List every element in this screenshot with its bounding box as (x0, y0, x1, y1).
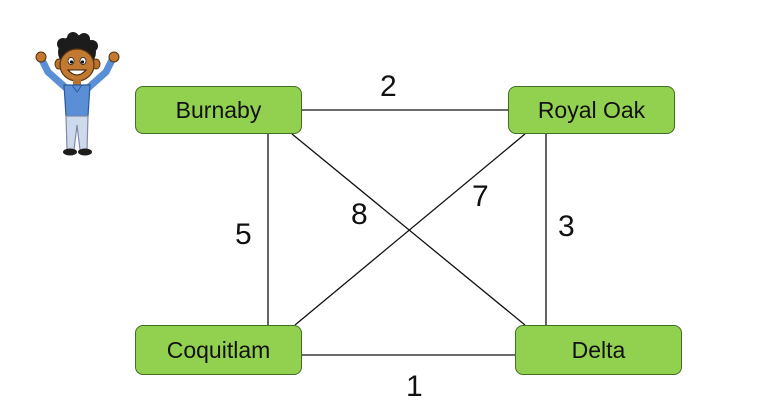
node-royal-oak: Royal Oak (508, 86, 675, 134)
node-label-burnaby: Burnaby (175, 96, 262, 123)
edge-weight-royal-oak-delta: 3 (558, 210, 575, 243)
edge-royal-oak-coquitlam (294, 133, 526, 326)
edge-weight-burnaby-coquitlam: 5 (235, 218, 252, 251)
node-label-coquitlam: Coquitlam (166, 336, 271, 363)
node-label-royal-oak: Royal Oak (537, 96, 646, 123)
edge-weight-burnaby-delta: 8 (351, 198, 368, 231)
node-burnaby: Burnaby (135, 86, 302, 134)
edge-weight-burnaby-royal-oak: 2 (380, 70, 397, 103)
node-coquitlam: Coquitlam (135, 325, 302, 375)
node-label-delta: Delta (571, 336, 626, 363)
node-delta: Delta (515, 325, 682, 375)
edge-weight-coquitlam-delta: 1 (406, 370, 423, 403)
cheering-person-icon (35, 32, 120, 156)
edge-burnaby-delta (291, 133, 526, 326)
edge-weight-royal-oak-coquitlam: 7 (472, 180, 489, 213)
